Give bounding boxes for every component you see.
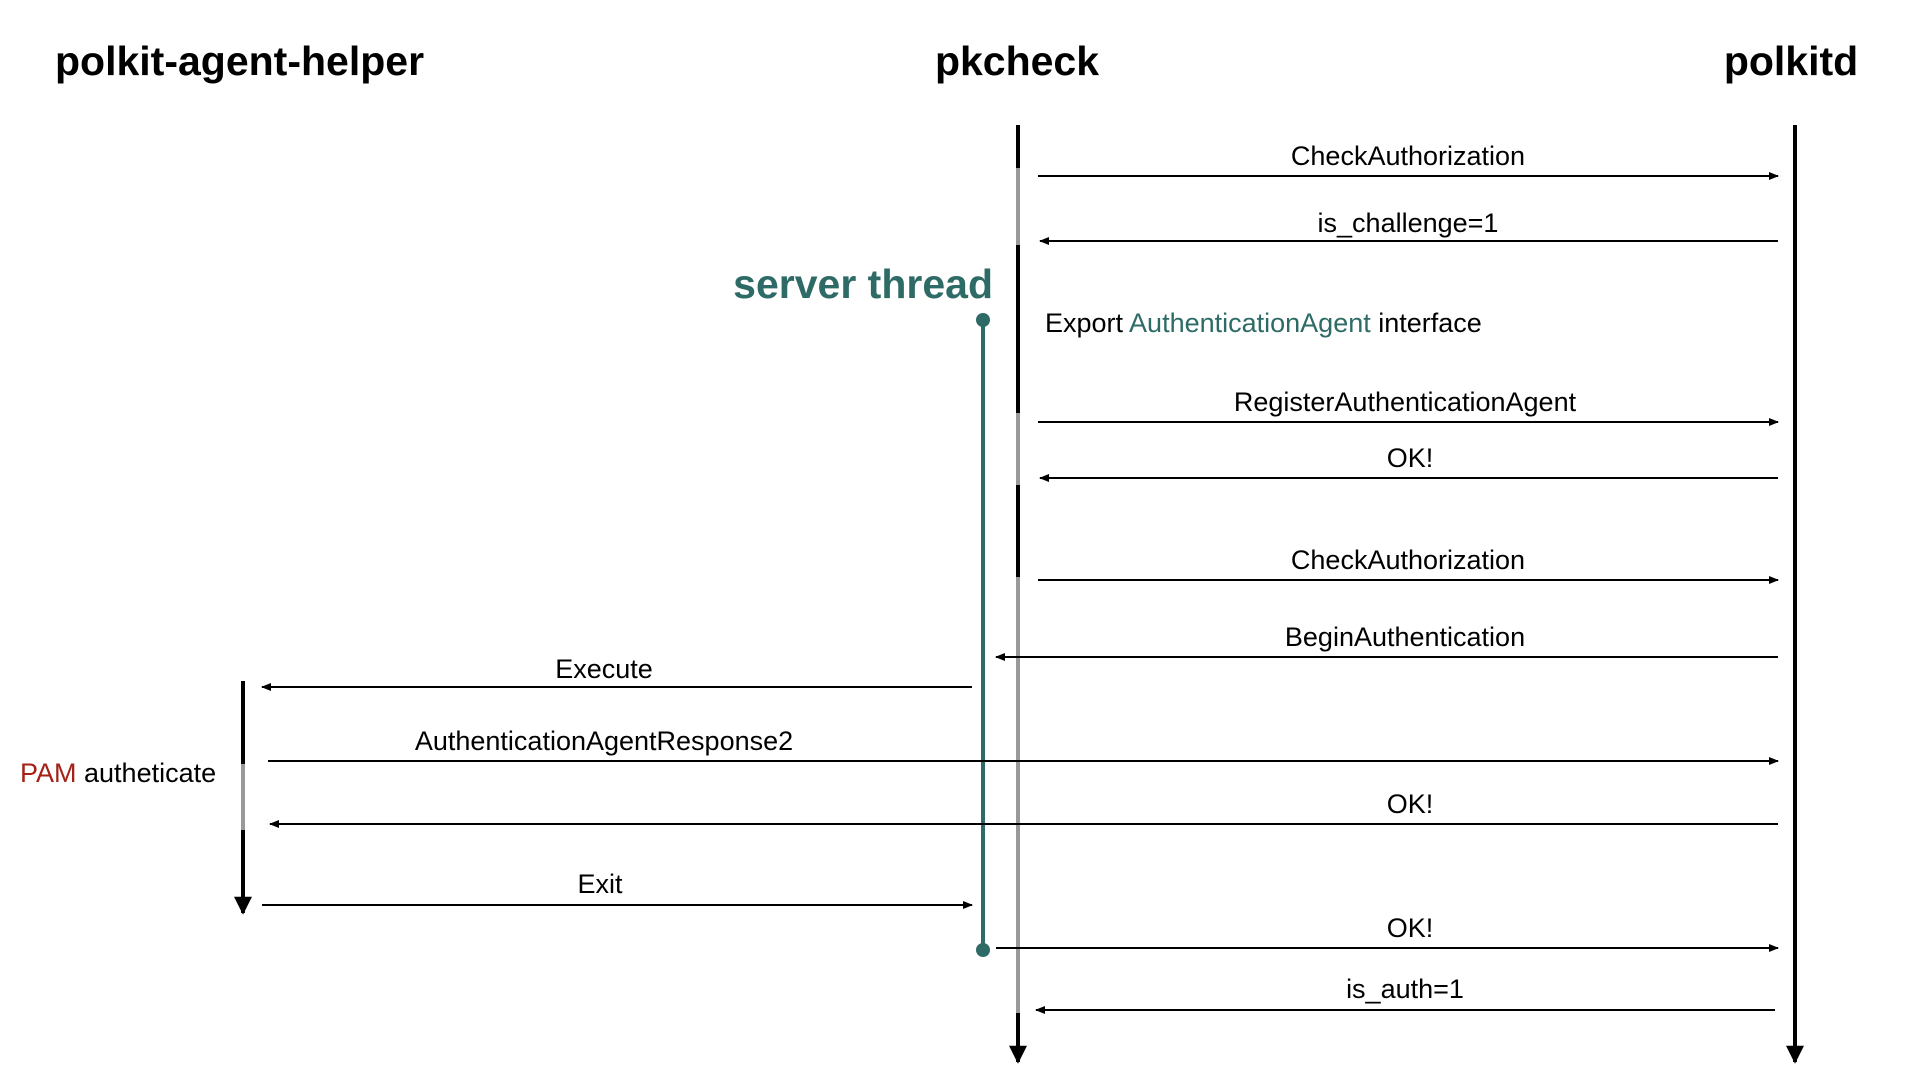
export-note-highlight: AuthenticationAgent	[1129, 308, 1371, 338]
pam-note-highlight: PAM	[20, 758, 77, 788]
message-check-authorization-1: CheckAuthorization	[1038, 141, 1779, 180]
message-label: CheckAuthorization	[1291, 545, 1525, 575]
message-label: CheckAuthorization	[1291, 141, 1525, 171]
message-label: BeginAuthentication	[1285, 622, 1525, 652]
participant-title-helper: polkit-agent-helper	[55, 38, 424, 84]
message-begin-authentication: BeginAuthentication	[995, 622, 1778, 661]
message-register-authentication-agent: RegisterAuthenticationAgent	[1038, 387, 1779, 426]
message-label: AuthenticationAgentResponse2	[415, 726, 793, 756]
message-label: Execute	[555, 654, 653, 684]
message-label: OK!	[1387, 789, 1434, 819]
message-execute: Execute	[261, 654, 972, 691]
message-label: OK!	[1387, 443, 1434, 473]
message-exit: Exit	[262, 869, 973, 909]
participant-title-polkitd: polkitd	[1724, 38, 1858, 84]
message-ok-response: OK!	[269, 789, 1778, 828]
message-check-authorization-2: CheckAuthorization	[1038, 545, 1779, 584]
export-note-prefix: Export	[1045, 308, 1129, 338]
message-is-auth: is_auth=1	[1035, 974, 1775, 1014]
message-is-challenge: is_challenge=1	[1039, 208, 1778, 245]
server-thread-title: server thread	[733, 261, 993, 307]
pam-note-suffix: autheticate	[77, 758, 217, 788]
export-note-suffix: interface	[1371, 308, 1482, 338]
participant-title-pkcheck: pkcheck	[935, 38, 1099, 84]
pam-authenticate-note: PAM autheticate	[20, 758, 216, 788]
message-label: is_challenge=1	[1318, 208, 1499, 238]
message-authentication-agent-response: AuthenticationAgentResponse2	[268, 726, 1779, 765]
server-thread-start-dot	[976, 313, 990, 327]
message-ok-register: OK!	[1039, 443, 1778, 482]
message-label: OK!	[1387, 913, 1434, 943]
server-thread-end-dot	[976, 943, 990, 957]
message-label: Exit	[577, 869, 623, 899]
export-interface-note: Export AuthenticationAgent interface	[1045, 308, 1482, 338]
message-label: RegisterAuthenticationAgent	[1234, 387, 1577, 417]
message-label: is_auth=1	[1346, 974, 1464, 1004]
message-ok-thread: OK!	[996, 913, 1779, 952]
